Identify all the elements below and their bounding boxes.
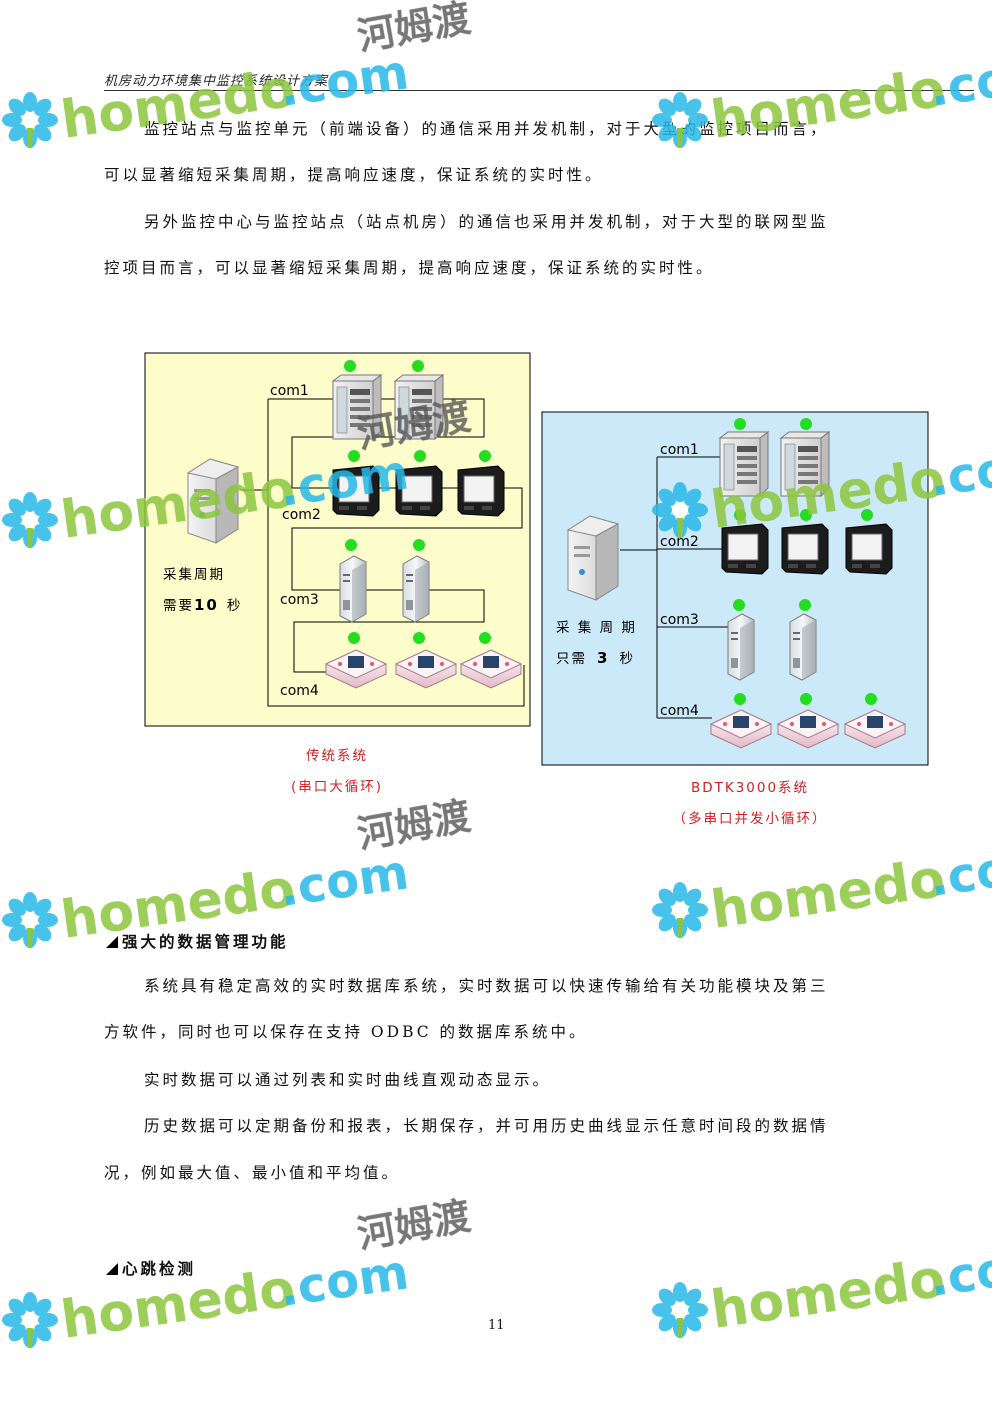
status-dot xyxy=(861,509,873,521)
period-label: 采 集 周 期 xyxy=(556,620,637,636)
status-dot xyxy=(800,693,812,705)
right-module-1 xyxy=(727,613,755,681)
left-meter-3 xyxy=(457,465,505,517)
section-heading: 强大的数据管理功能 xyxy=(106,930,289,952)
right-rack-1 xyxy=(719,431,769,497)
status-dot xyxy=(734,418,746,430)
status-dot xyxy=(733,599,745,611)
port-label: com2 xyxy=(282,507,321,523)
status-dot xyxy=(344,360,356,372)
right-meter-2 xyxy=(781,523,829,575)
right-meter-1 xyxy=(721,523,769,575)
triangle-bullet-icon xyxy=(106,1263,118,1275)
left-server xyxy=(187,458,239,544)
right-module-2 xyxy=(789,613,817,681)
paragraph-line: 况，例如最大值、最小值和平均值。 xyxy=(104,1164,401,1182)
status-dot xyxy=(800,509,812,521)
period-value: 3 xyxy=(597,649,609,667)
port-label: com2 xyxy=(660,534,699,550)
status-dot xyxy=(800,418,812,430)
left-caption-title: 传统系统 xyxy=(306,748,368,764)
paragraph-line: 实时数据可以通过列表和实时曲线直观动态显示。 xyxy=(144,1071,552,1089)
status-dot xyxy=(734,693,746,705)
paragraph-line: 控项目而言，可以显著缩短采集周期，提高响应速度，保证系统的实时性。 xyxy=(104,259,715,277)
port-label: com3 xyxy=(660,612,699,628)
header-rule xyxy=(104,90,974,91)
status-dot xyxy=(413,632,425,644)
right-meter-3 xyxy=(845,523,893,575)
right-rack-2 xyxy=(780,431,830,497)
left-meter-1 xyxy=(332,465,380,517)
status-dot xyxy=(413,539,425,551)
section-heading-text: 强大的数据管理功能 xyxy=(122,933,289,951)
section-heading: 心跳检测 xyxy=(106,1257,196,1279)
left-module-2 xyxy=(402,555,430,623)
status-dot xyxy=(348,450,360,462)
left-meter-2 xyxy=(395,465,443,517)
port-label: com4 xyxy=(660,703,699,719)
status-dot xyxy=(345,539,357,551)
status-dot xyxy=(734,509,746,521)
status-dot xyxy=(479,450,491,462)
period-prefix: 需要 xyxy=(163,598,194,614)
triangle-bullet-icon xyxy=(106,936,118,948)
paragraph-line: 可以显著缩短采集周期，提高响应速度，保证系统的实时性。 xyxy=(104,166,604,184)
status-dot xyxy=(414,450,426,462)
page-number: 11 xyxy=(488,1318,505,1333)
status-dot xyxy=(799,599,811,611)
period-label: 采集周期 xyxy=(163,567,225,583)
right-caption-subtitle: （多串口并发小循环） xyxy=(673,810,828,827)
right-caption-title: BDTK3000系统 xyxy=(691,780,809,796)
period-unit: 秒 xyxy=(619,651,635,667)
paragraph-line: 方软件，同时也可以保存在支持 ODBC 的数据库系统中。 xyxy=(104,1023,588,1041)
left-module-1 xyxy=(339,555,367,623)
period-unit: 秒 xyxy=(227,598,243,614)
period-prefix: 只需 xyxy=(556,651,587,667)
left-caption-subtitle: (串口大循环) xyxy=(291,779,383,795)
status-dot xyxy=(479,632,491,644)
status-dot xyxy=(348,632,360,644)
left-rack-1 xyxy=(332,374,382,440)
port-label: com1 xyxy=(270,383,309,399)
paragraph-line: 另外监控中心与监控站点（站点机房）的通信也采用并发机制，对于大型的联网型监 xyxy=(144,213,829,231)
right-server xyxy=(567,515,619,601)
paragraph-line: 系统具有稳定高效的实时数据库系统，实时数据可以快速传输给有关功能模块及第三 xyxy=(144,977,829,995)
left-rack-2 xyxy=(394,374,444,440)
status-dot xyxy=(865,693,877,705)
port-label: com4 xyxy=(280,683,319,699)
port-label: com3 xyxy=(280,592,319,608)
paragraph-line: 历史数据可以定期备份和报表，长期保存，并可用历史曲线显示任意时间段的数据情 xyxy=(144,1117,829,1135)
section-heading-text: 心跳检测 xyxy=(122,1260,197,1278)
status-dot xyxy=(412,360,424,372)
port-label: com1 xyxy=(660,442,699,458)
period-value: 10 xyxy=(194,596,219,614)
